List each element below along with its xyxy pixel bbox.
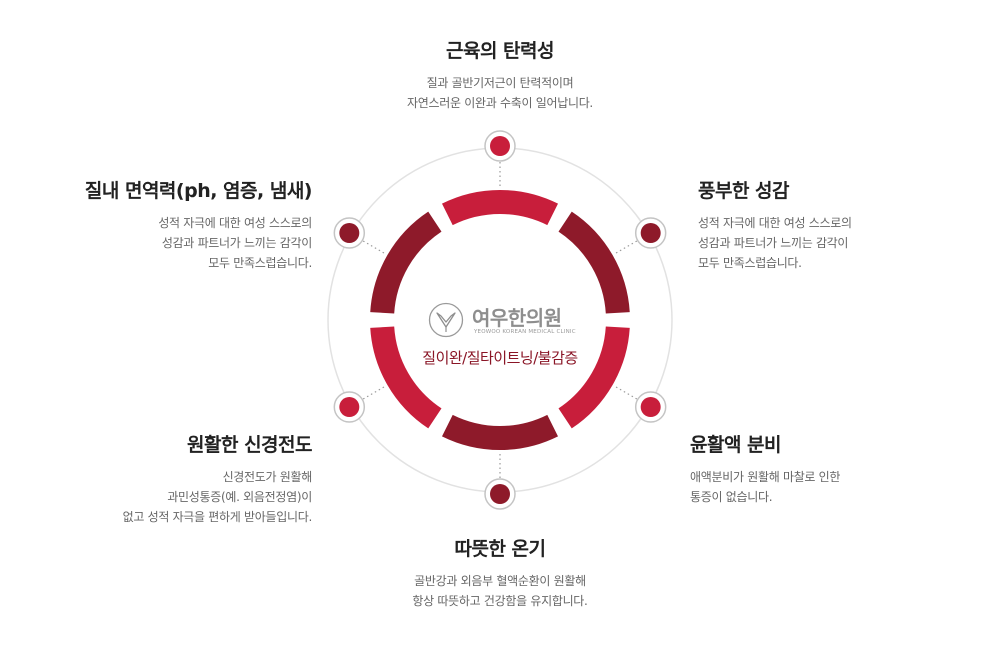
item-title: 근육의 탄력성 [446, 40, 555, 62]
segment-bottom [442, 414, 558, 450]
ring-nodes [333, 130, 667, 510]
item-title: 원활한 신경전도 [187, 434, 312, 456]
node-lower-left-dot [339, 397, 360, 417]
ring-segments [370, 190, 630, 450]
node-upper-left-dot [339, 223, 360, 243]
node-lower-right-dot [640, 397, 661, 417]
node-top-dot [490, 136, 510, 156]
fox-logo-icon [428, 302, 464, 338]
segment-upper-left [370, 211, 442, 314]
item-title: 윤활액 분비 [690, 434, 782, 456]
segment-upper-right [558, 211, 630, 314]
connector-lower-left [362, 386, 385, 400]
item-title: 따뜻한 온기 [454, 538, 546, 560]
clinic-english-name: YEOWOO KOREAN MEDICAL CLINIC [474, 329, 576, 335]
node-upper-right-dot [640, 223, 661, 243]
segment-lower-left [370, 326, 442, 429]
connector-lower-right [615, 386, 638, 400]
item-title: 질내 면역력(ph, 염증, 냄새) [84, 180, 313, 202]
node-bottom-dot [490, 484, 510, 504]
treatment-subtitle: 질이완/질타이트닝/불감증 [422, 349, 578, 367]
clinic-name: 여우한의원 [472, 306, 562, 330]
connector-upper-left [362, 240, 385, 254]
item-title: 풍부한 성감 [698, 180, 790, 202]
segment-top [442, 190, 558, 226]
connector-upper-right [615, 240, 638, 254]
segment-lower-right [558, 326, 630, 429]
clinic-logo: 여우한의원 YEOWOO KOREAN MEDICAL CLINIC [428, 300, 598, 340]
